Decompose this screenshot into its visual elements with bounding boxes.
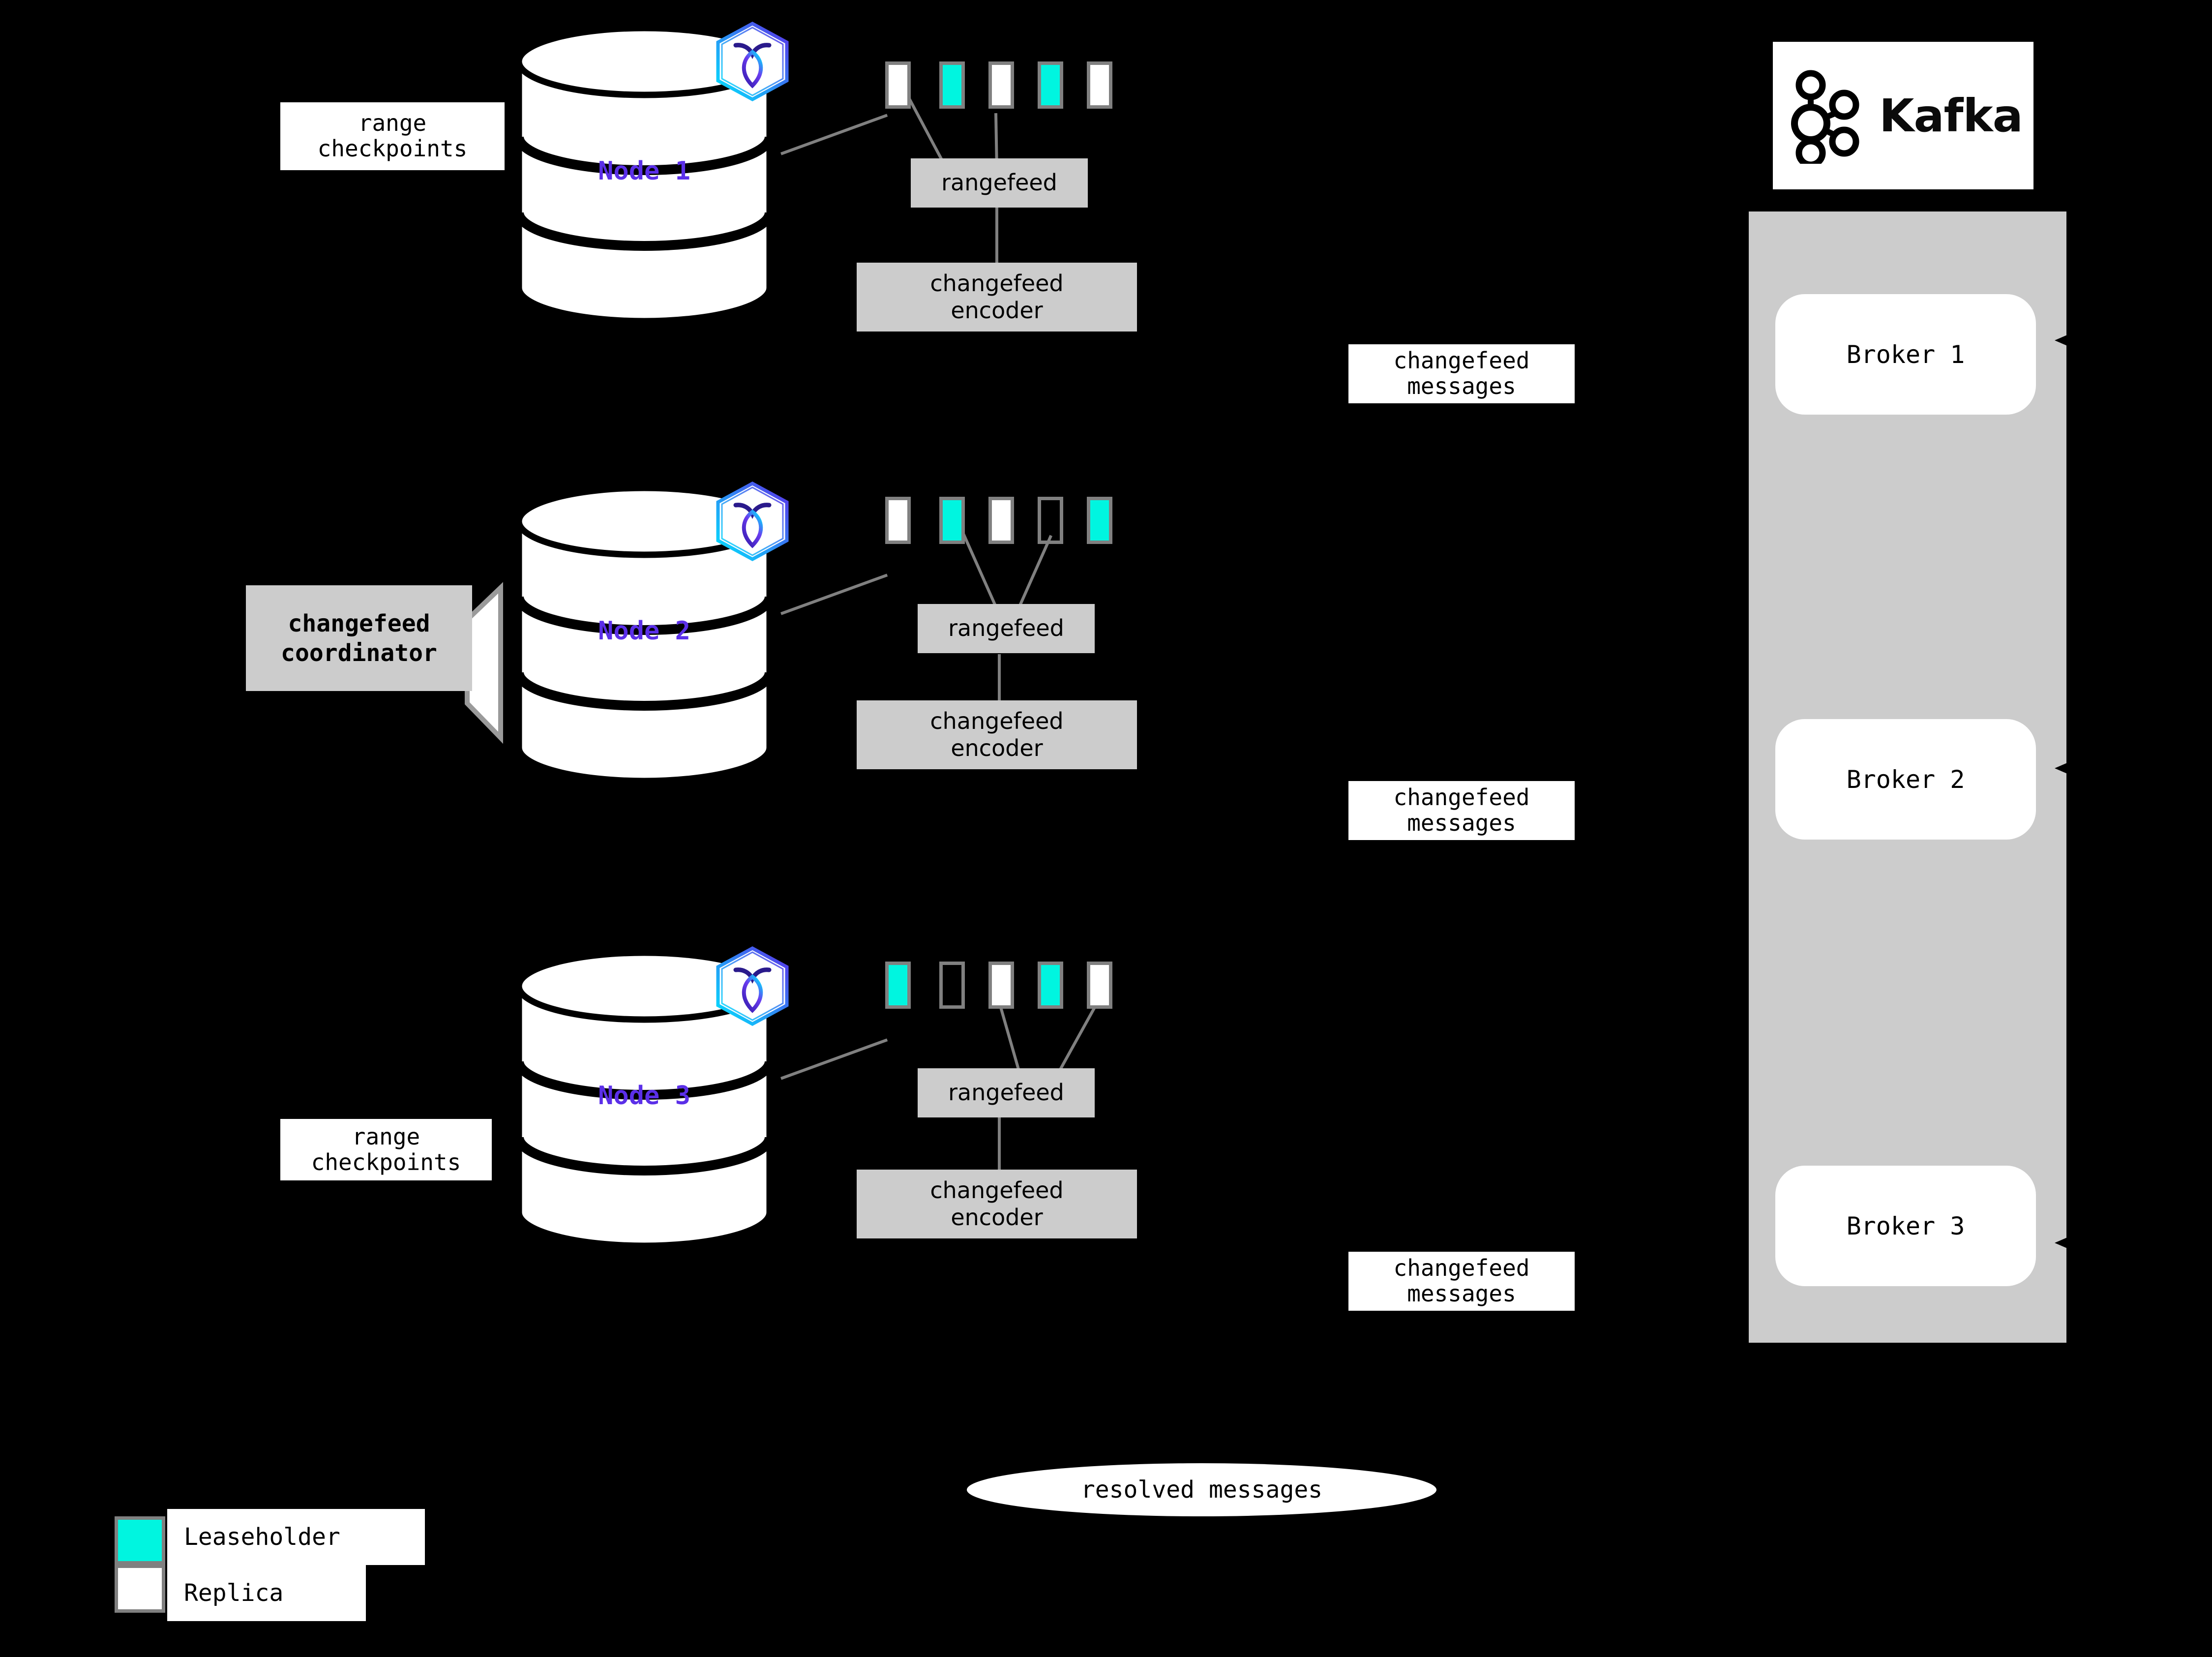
node-2-cylinder[interactable]: Node 2: [514, 484, 775, 784]
node-3-label: Node 3: [598, 1081, 690, 1111]
node2-rangefeed-label: rangefeed: [948, 615, 1064, 642]
node1-rangefeed-label: rangefeed: [941, 169, 1057, 196]
node1-messages-line2: messages: [1407, 373, 1516, 399]
range-cell[interactable]: [939, 497, 965, 544]
node3-rangefeed-box[interactable]: rangefeed: [918, 1068, 1095, 1117]
node1-checkpoint-line2: checkpoints: [317, 135, 468, 162]
node3-checkpoint-line1: range: [352, 1123, 420, 1150]
node2-changefeed-encoder-box[interactable]: changefeed encoder: [857, 700, 1137, 769]
coordinator-line1: changefeed: [288, 609, 430, 637]
kafka-inbound-arrow-2-icon: [2055, 757, 2075, 781]
kafka-inbound-arrow-3-icon: [2055, 1232, 2075, 1256]
kafka-wordmark: Kafka: [1879, 89, 2023, 142]
node1-changefeed-messages-label: changefeed messages: [1348, 344, 1575, 403]
range-cell[interactable]: [1087, 962, 1112, 1009]
node-1-cylinder[interactable]: Node 1: [514, 25, 775, 325]
resolved-messages-pill[interactable]: resolved messages: [967, 1463, 1436, 1516]
node3-encoder-line2: encoder: [951, 1204, 1043, 1231]
node1-encoder-line2: encoder: [951, 297, 1043, 324]
broker-3-label: Broker 3: [1846, 1211, 1965, 1240]
coordinator-line2: coordinator: [281, 639, 437, 667]
cockroachdb-logo-icon: [712, 20, 793, 106]
node3-range-checkpoints-label: range checkpoints: [280, 1119, 492, 1180]
node1-cylinder-to-range-line: [780, 114, 888, 155]
legend-label-leaseholder: Leaseholder: [167, 1509, 425, 1565]
node2-changefeed-messages-label: changefeed messages: [1348, 781, 1575, 840]
node-3-cylinder[interactable]: Node 3: [514, 949, 775, 1249]
broker-2-label: Broker 2: [1846, 765, 1965, 794]
node-1-label: Node 1: [598, 156, 690, 186]
node3-messages-line2: messages: [1407, 1280, 1516, 1307]
range-cell[interactable]: [1038, 61, 1063, 109]
broker-1-box[interactable]: Broker 1: [1775, 294, 2036, 415]
range-cell[interactable]: [1087, 497, 1112, 544]
range-cell[interactable]: [939, 61, 965, 109]
node3-encoder-line1: changefeed: [930, 1176, 1064, 1204]
node1-rangefeed-to-encoder-line: [995, 207, 998, 265]
node-2-label: Node 2: [598, 616, 690, 646]
legend-label-replica: Replica: [167, 1565, 366, 1621]
broker-1-label: Broker 1: [1846, 340, 1965, 369]
kafka-inbound-arrow-1-icon: [2055, 330, 2075, 353]
broker-3-box[interactable]: Broker 3: [1775, 1166, 2036, 1286]
changefeed-coordinator-box[interactable]: changefeed coordinator: [246, 585, 472, 691]
legend-swatch-replica: [115, 1565, 165, 1613]
legend-swatch-leaseholder: [115, 1516, 165, 1565]
node2-messages-line2: messages: [1407, 810, 1516, 836]
node1-messages-line1: changefeed: [1393, 347, 1530, 374]
node3-rangefeed-to-encoder-line: [998, 1112, 1001, 1171]
range-cell[interactable]: [988, 61, 1014, 109]
cockroachdb-logo-icon: [712, 480, 793, 566]
range-cell[interactable]: [988, 962, 1014, 1009]
kafka-logo-card: Kafka: [1773, 42, 2033, 189]
range-cell[interactable]: [885, 61, 911, 109]
node3-messages-line1: changefeed: [1393, 1255, 1530, 1282]
node2-messages-line1: changefeed: [1393, 784, 1530, 811]
node2-rangefeed-box[interactable]: rangefeed: [918, 604, 1095, 653]
resolved-messages-label: resolved messages: [1080, 1476, 1323, 1504]
range-cell[interactable]: [1038, 962, 1063, 1009]
node3-cylinder-to-range-line: [780, 1038, 888, 1080]
node1-changefeed-encoder-box[interactable]: changefeed encoder: [857, 263, 1137, 331]
range-cell[interactable]: [1038, 497, 1063, 544]
kafka-logo-icon: [1784, 65, 1867, 168]
node3-changefeed-messages-label: changefeed messages: [1348, 1252, 1575, 1311]
node1-rangefeed-box[interactable]: rangefeed: [911, 158, 1088, 208]
node2-encoder-line1: changefeed: [930, 707, 1064, 734]
node1-checkpoint-line1: range: [358, 110, 427, 137]
node3-rangefeed-label: rangefeed: [948, 1079, 1064, 1106]
node1-encoder-line1: changefeed: [930, 270, 1064, 297]
legend-leaseholder-text: Leaseholder: [184, 1523, 340, 1551]
node3-changefeed-encoder-box[interactable]: changefeed encoder: [857, 1170, 1137, 1238]
node2-cylinder-to-range-line: [780, 573, 888, 615]
range-cell[interactable]: [1087, 61, 1112, 109]
range-cell[interactable]: [939, 962, 965, 1009]
range-cell[interactable]: [988, 497, 1014, 544]
cockroachdb-logo-icon: [712, 944, 793, 1030]
range-cell[interactable]: [885, 497, 911, 544]
legend-replica-text: Replica: [184, 1579, 284, 1607]
range-cell[interactable]: [885, 962, 911, 1009]
node2-encoder-line2: encoder: [951, 735, 1043, 761]
node1-range-checkpoints-label: range checkpoints: [280, 102, 505, 170]
broker-2-box[interactable]: Broker 2: [1775, 719, 2036, 840]
node3-checkpoint-line2: checkpoints: [311, 1148, 461, 1175]
